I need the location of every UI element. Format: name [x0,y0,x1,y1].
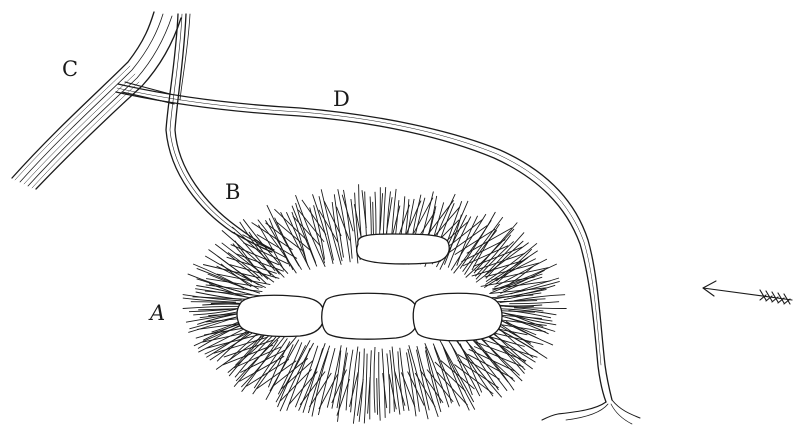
radiating-line [183,306,241,308]
label-a: A [148,301,165,325]
label-c: C [62,57,78,81]
cell-right [413,293,502,340]
radiating-line [373,202,374,237]
radiating-line [455,229,495,255]
radiating-line [321,189,341,264]
radiating-line [364,354,367,424]
radiating-line [337,348,347,409]
radiating-line [359,349,364,422]
radiating-line [209,284,239,296]
radiating-line [484,259,536,288]
cell-middle [322,293,418,339]
fibre-b [166,14,274,252]
radiating-line [460,344,482,393]
radiating-line [374,347,375,413]
radiating-line [509,302,559,304]
radiating-line [280,343,314,411]
cell-left [237,295,324,336]
label-b: B [225,180,240,204]
radiating-line [409,345,428,419]
radiating-line [273,358,308,386]
radiating-line [379,352,380,421]
radiating-line [240,222,276,271]
radiating-line [377,378,378,415]
label-d: D [333,87,350,111]
radiating-line [387,354,390,414]
radiating-line [392,347,400,415]
radiating-line [278,342,302,394]
radiating-line [296,195,326,267]
radiating-line [448,217,471,268]
radiating-line [505,306,567,308]
feathered-arrow [703,281,792,304]
cell-upper [357,234,450,264]
